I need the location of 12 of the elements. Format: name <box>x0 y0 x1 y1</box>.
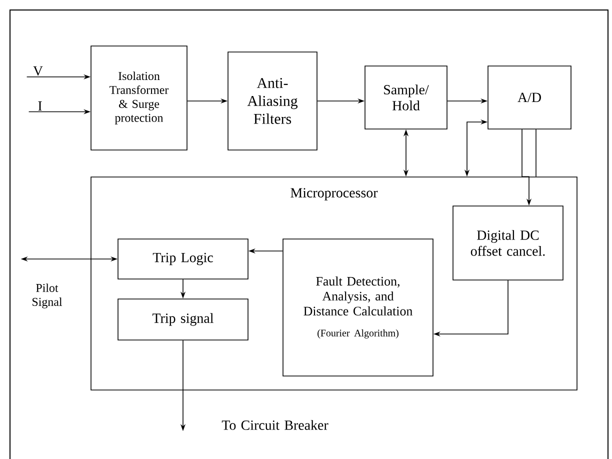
process-box: Anti-Aliasing Filters <box>228 52 318 150</box>
signal-label: Pilot Signal <box>32 284 62 308</box>
process-box: Trip signal <box>118 298 248 340</box>
process-box: Digital DC offset cancel. <box>452 206 564 280</box>
process-box: Isolation Transformer & Surge protection <box>90 46 188 150</box>
process-box: Sample/ Hold <box>364 66 448 130</box>
input-label: I <box>38 101 42 111</box>
output-label: To Circuit Breaker <box>222 420 328 430</box>
input-label: V <box>33 66 43 76</box>
process-box: A/D <box>488 66 572 130</box>
process-box: Fault Detection, Analysis, and Distance Calculation (Fourier Algorithm) <box>282 238 434 376</box>
process-box: Trip Logic <box>118 238 248 280</box>
